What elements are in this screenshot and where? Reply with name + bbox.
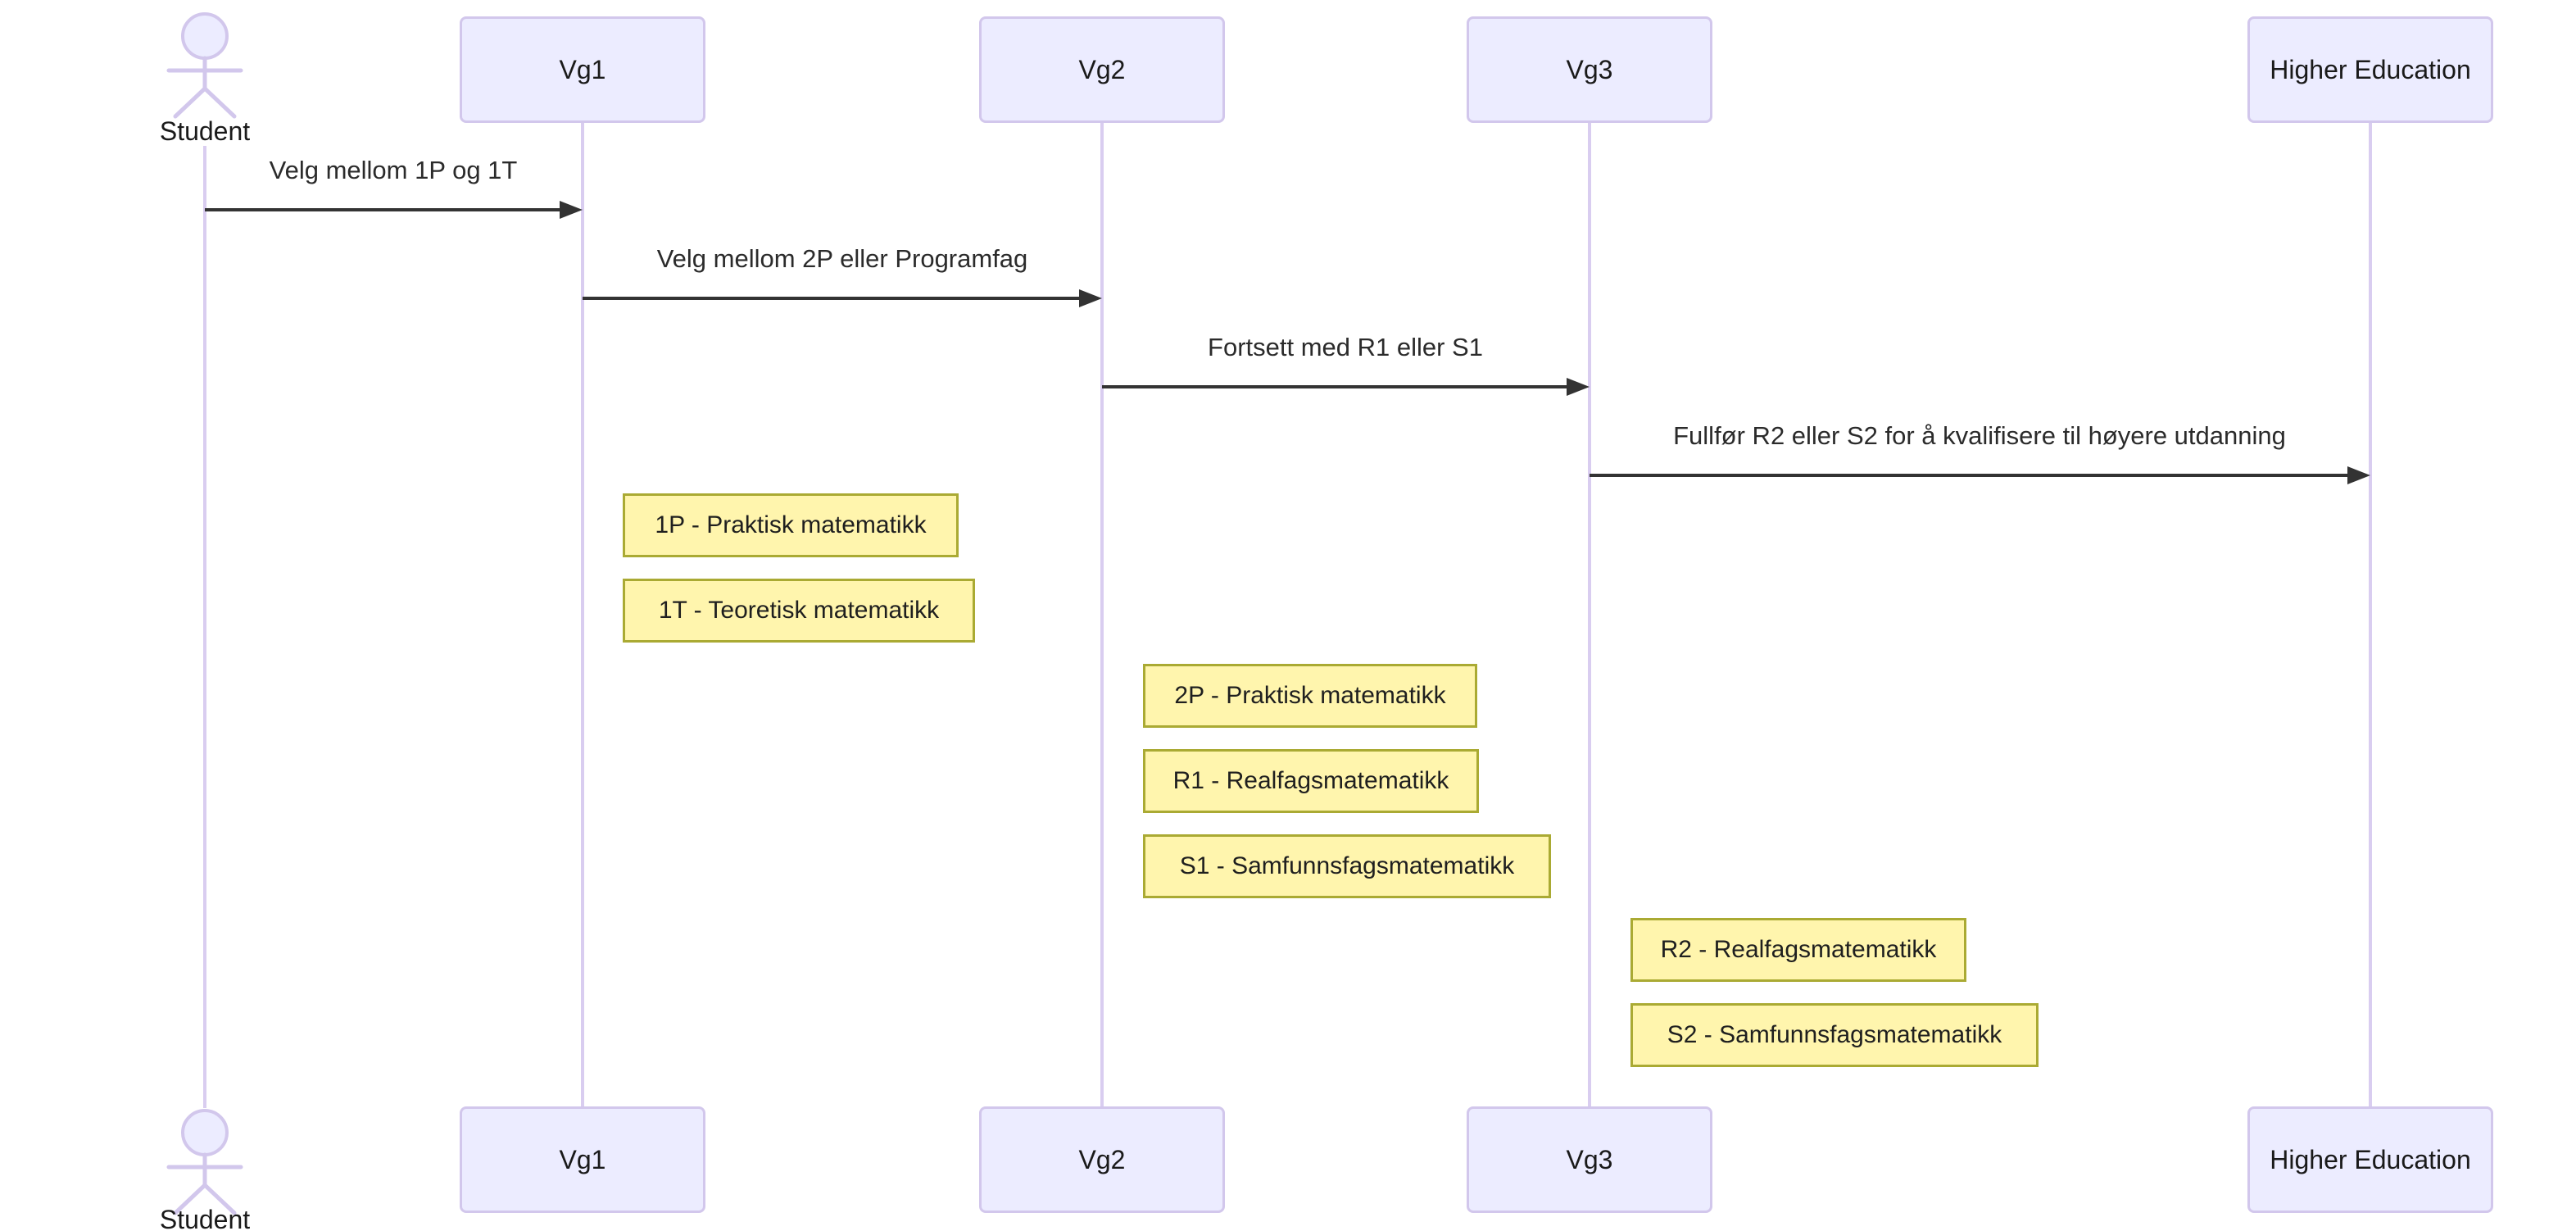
- note-text: R2 - Realfagsmatematikk: [1660, 936, 1937, 963]
- actor-right-leg-icon: [202, 86, 237, 119]
- participant-label: Higher Education: [2270, 54, 2471, 84]
- message-label-3: Fortsett med R1 eller S1: [1208, 333, 1483, 361]
- note-text: 2P - Praktisk matematikk: [1174, 682, 1446, 709]
- arrowhead-icon: [560, 201, 583, 219]
- actor-label-student-top: Student: [159, 116, 251, 146]
- note-text: 1P - Praktisk matematikk: [655, 511, 927, 538]
- participant-box-vg2-bottom: Vg2: [979, 1106, 1225, 1213]
- participant-label: Higher Education: [2270, 1144, 2471, 1174]
- arrowhead-icon: [1079, 289, 1102, 307]
- participant-box-vg1-top: Vg1: [460, 16, 705, 123]
- message-arrow-3: [1102, 378, 1590, 396]
- participant-label: Vg1: [559, 1144, 606, 1174]
- actor-head-icon: [181, 1109, 229, 1156]
- actor-label-student-bottom: Student: [159, 1205, 251, 1231]
- message-label-1: Velg mellom 1P og 1T: [269, 156, 518, 184]
- note-text: 1T - Teoretisk matematikk: [658, 597, 940, 624]
- participant-label: Vg1: [559, 54, 606, 84]
- note-1p: 1P - Praktisk matematikk: [623, 493, 959, 557]
- student-actor-figure-top: [166, 12, 243, 119]
- note-text: R1 - Realfagsmatematikk: [1172, 767, 1449, 794]
- participant-label: Vg2: [1078, 1144, 1126, 1174]
- note-r2: R2 - Realfagsmatematikk: [1630, 918, 1966, 982]
- actor-head-icon: [181, 12, 229, 60]
- participant-box-vg1-bottom: Vg1: [460, 1106, 705, 1213]
- note-text: S1 - Samfunnsfagsmatematikk: [1179, 852, 1515, 879]
- message-label-2: Velg mellom 2P eller Programfag: [656, 244, 1028, 273]
- note-r1: R1 - Realfagsmatematikk: [1143, 749, 1479, 813]
- note-s1: S1 - Samfunnsfagsmatematikk: [1143, 834, 1551, 898]
- student-actor-figure-bottom: [166, 1109, 243, 1215]
- participant-label: Vg2: [1078, 54, 1126, 84]
- actor-right-leg-icon: [202, 1183, 237, 1215]
- note-1t: 1T - Teoretisk matematikk: [623, 579, 975, 643]
- arrowhead-icon: [2347, 466, 2370, 484]
- participant-label: Vg3: [1566, 1144, 1613, 1174]
- actor-left-leg-icon: [173, 86, 207, 119]
- arrowhead-icon: [1567, 378, 1590, 396]
- message-arrow-4: [1590, 466, 2370, 484]
- actor-left-leg-icon: [173, 1183, 207, 1215]
- participant-box-higher-education-top: Higher Education: [2247, 16, 2493, 123]
- participant-label: Vg3: [1566, 54, 1613, 84]
- participant-box-vg3-top: Vg3: [1467, 16, 1712, 123]
- note-text: S2 - Samfunnsfagsmatematikk: [1667, 1021, 2002, 1048]
- note-s2: S2 - Samfunnsfagsmatematikk: [1630, 1003, 2039, 1067]
- participant-box-vg3-bottom: Vg3: [1467, 1106, 1712, 1213]
- participant-box-vg2-top: Vg2: [979, 16, 1225, 123]
- note-2p: 2P - Praktisk matematikk: [1143, 664, 1477, 728]
- participant-box-higher-education-bottom: Higher Education: [2247, 1106, 2493, 1213]
- message-arrow-1: [205, 201, 583, 219]
- message-label-4: Fullfør R2 eller S2 for å kvalifisere ti…: [1673, 421, 2286, 450]
- message-arrow-2: [583, 289, 1102, 307]
